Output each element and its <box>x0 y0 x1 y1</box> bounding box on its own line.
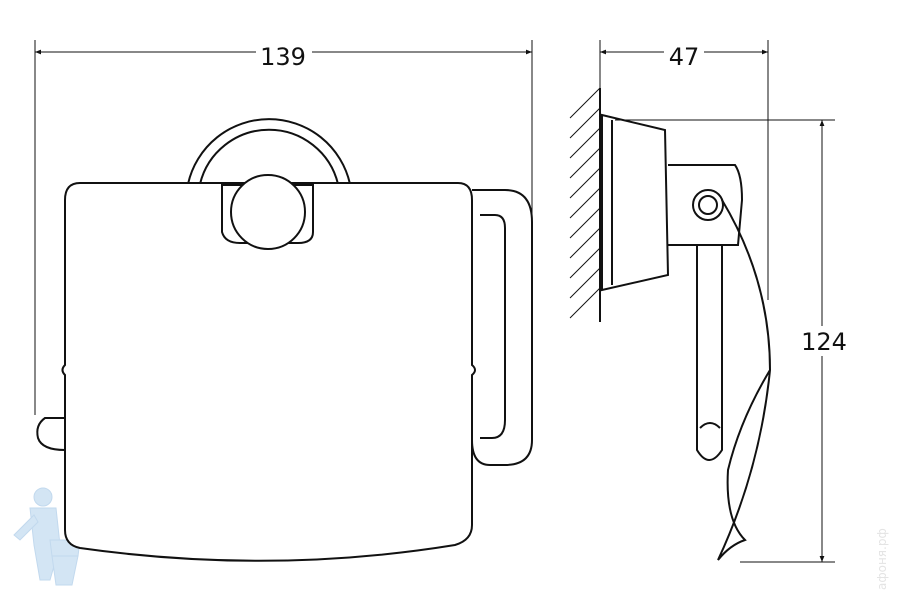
paper-cover <box>61 182 476 562</box>
wall-hatch <box>569 87 601 319</box>
mascot-logo <box>13 487 81 586</box>
front-view <box>36 118 533 562</box>
knob <box>230 174 306 250</box>
base-plate <box>601 113 670 292</box>
roll-holder-arm <box>471 189 533 466</box>
mount-arm <box>668 164 744 246</box>
roll-rod <box>696 245 723 461</box>
watermark-text: афоня.рф <box>875 528 889 590</box>
left-pin <box>36 417 66 451</box>
height-dimension: 124 <box>801 328 847 356</box>
side-cover <box>717 199 772 561</box>
depth-dimension: 47 <box>669 43 700 71</box>
wall-rosette <box>187 118 351 185</box>
side-view <box>569 87 772 561</box>
pivot-ring <box>692 189 724 221</box>
width-dimension: 139 <box>260 43 306 71</box>
